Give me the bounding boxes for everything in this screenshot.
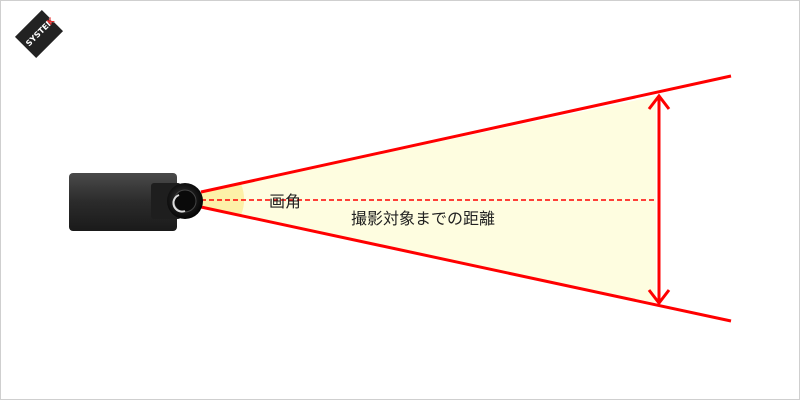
lower-beam-line (200, 205, 732, 323)
subject-distance-label: 撮影対象までの距離 (351, 209, 495, 228)
view-angle-label: 画角 (269, 192, 301, 211)
system-k-logo: SYSTEM K (14, 9, 64, 59)
camera-icon (69, 173, 203, 231)
camera-body (69, 173, 177, 231)
logo-mark: K (45, 16, 56, 27)
view-angle-wedge (201, 184, 245, 215)
upper-beam-line (200, 74, 732, 194)
double-arrow-icon (647, 93, 671, 306)
lens-reflection (172, 194, 186, 213)
logo-badge (14, 9, 64, 59)
